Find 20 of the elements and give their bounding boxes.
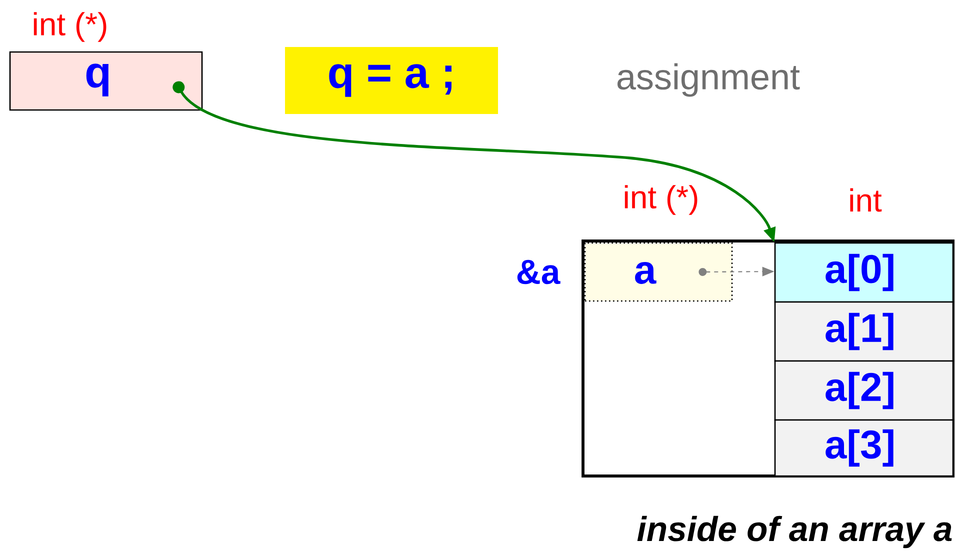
variable-name: q = a ; [329, 64, 452, 97]
memory-frame [582, 240, 954, 478]
type-label: int (*) [624, 185, 698, 215]
variable-name: a[1] [826, 312, 894, 350]
type-label: int [850, 188, 882, 212]
variable-name: q [86, 64, 108, 96]
array-cell [774, 242, 954, 303]
pointer-cell [584, 242, 733, 302]
variable-name: a[3] [826, 429, 894, 467]
caption: inside of an array a [637, 516, 952, 548]
array-cell [774, 360, 954, 421]
type-label: int (*) [34, 12, 106, 42]
annotation-text: assignment [617, 63, 800, 97]
variable-name: a [635, 262, 656, 284]
array-cell [774, 419, 954, 477]
variable-name: a[0] [826, 254, 894, 292]
array-cell [774, 301, 954, 362]
variable-name: a[2] [826, 372, 894, 410]
code-box [285, 47, 498, 114]
variable-box [9, 51, 203, 111]
